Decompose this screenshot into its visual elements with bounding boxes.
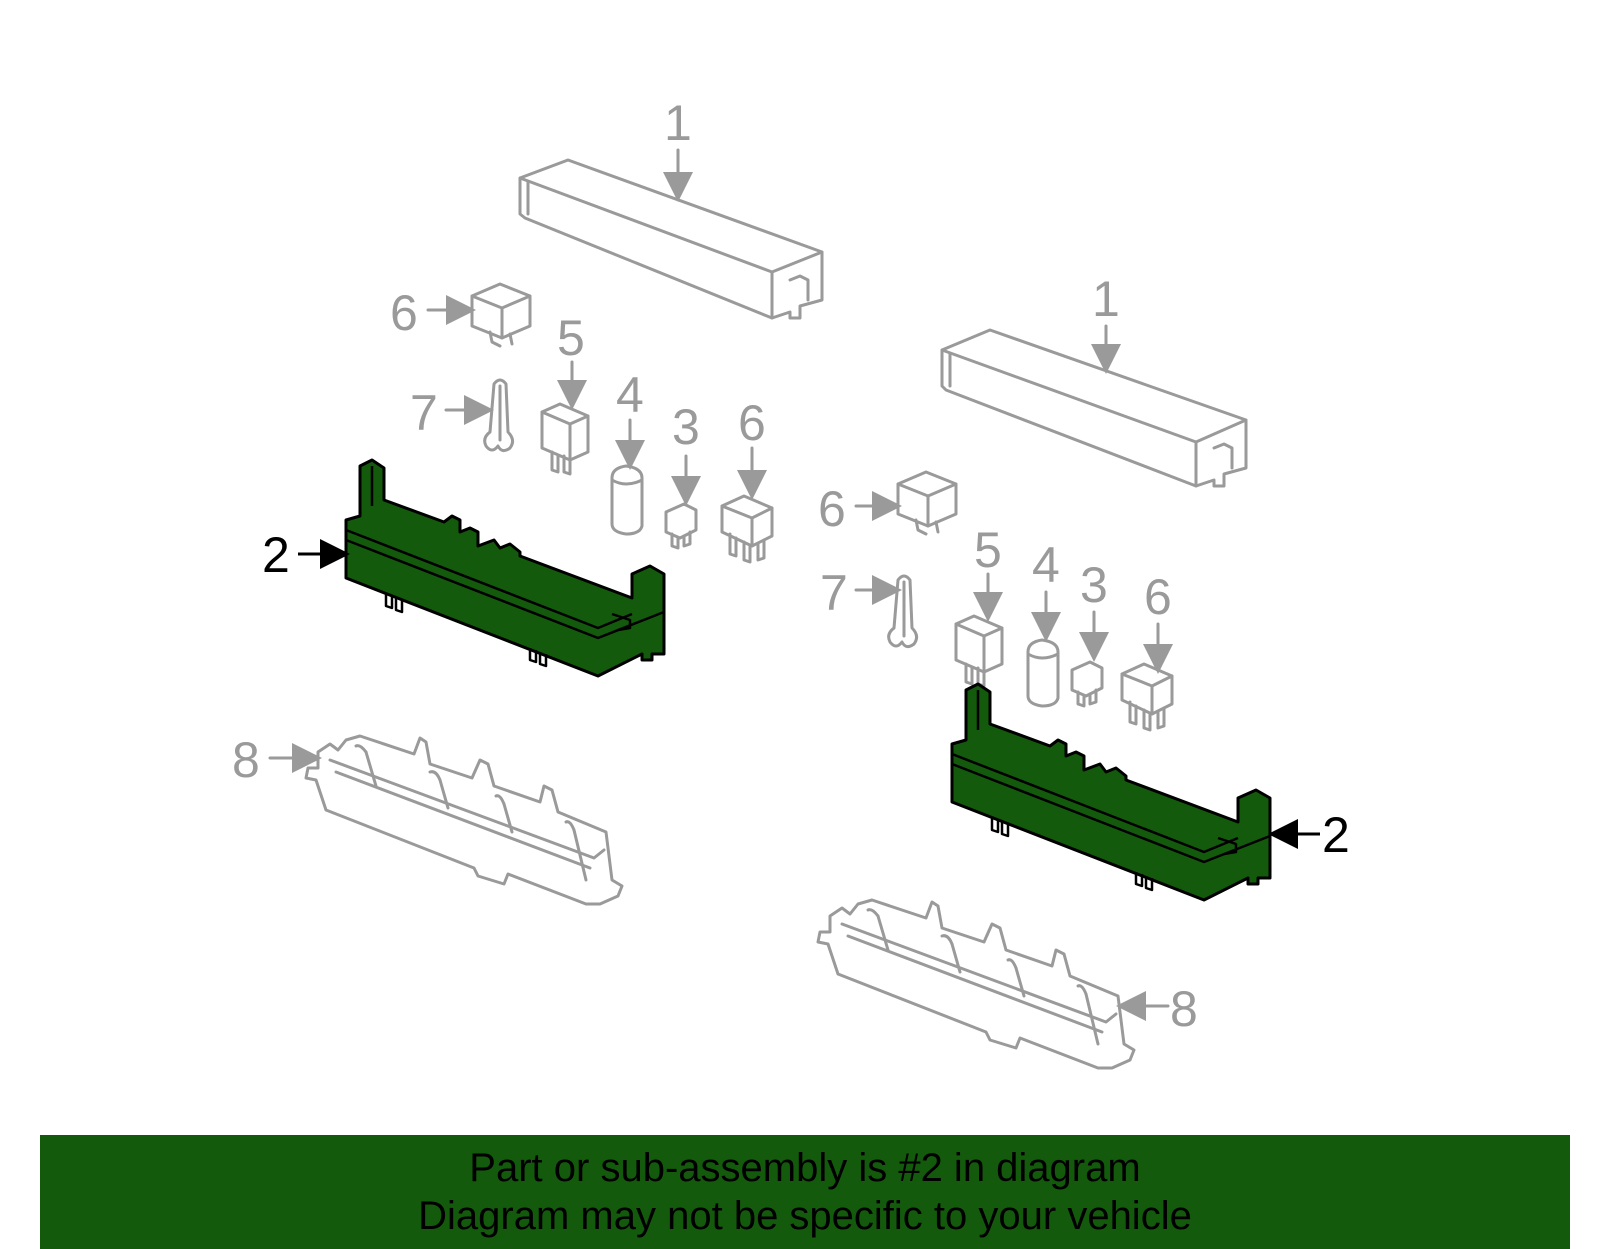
callout-3-right: 3 — [1080, 557, 1108, 613]
part-3-minifuse-left — [664, 502, 698, 550]
left-assembly: 1 6 7 5 4 — [232, 95, 824, 906]
callout-4-left: 4 — [616, 367, 644, 423]
part-5-minirelay-left — [540, 402, 590, 476]
part-1-cover-right — [940, 328, 1248, 488]
callout-2-right: 2 — [1322, 807, 1350, 863]
banner-line-disclaimer: Diagram may not be specific to your vehi… — [418, 1194, 1192, 1238]
part-4-fuse-right — [1026, 638, 1060, 708]
callout-7-right: 7 — [820, 565, 848, 621]
callout-2-left: 2 — [262, 527, 290, 583]
right-assembly: 1 6 7 5 4 — [816, 271, 1350, 1070]
part-6-relay-left-bottom — [720, 494, 774, 564]
part-6-relay-right-bottom — [1120, 662, 1174, 732]
callout-7-left: 7 — [410, 385, 438, 441]
banner-line-part-info: Part or sub-assembly is #2 in diagram — [469, 1146, 1141, 1190]
info-banner: Part or sub-assembly is #2 in diagram Di… — [40, 1135, 1570, 1249]
part-7-fuse-puller-left — [483, 378, 515, 453]
part-6-relay-left-top — [470, 282, 532, 348]
callout-6a-left: 6 — [390, 285, 418, 341]
part-8-housing-left — [304, 734, 624, 906]
part-2-bracket-left-highlighted — [344, 458, 666, 678]
part-4-fuse-left — [610, 464, 644, 536]
part-7-fuse-puller-right — [887, 574, 919, 649]
part-6-relay-right-top — [896, 470, 958, 536]
part-1-cover-left — [518, 158, 824, 320]
callout-6b-left: 6 — [738, 395, 766, 451]
part-5-minirelay-right — [954, 614, 1004, 688]
callout-6a-right: 6 — [818, 481, 846, 537]
callout-1-right: 1 — [1092, 271, 1120, 327]
callout-8-left: 8 — [232, 732, 260, 788]
callout-5-right: 5 — [974, 522, 1002, 578]
part-2-body-right — [950, 682, 1272, 902]
part-8-housing-right — [816, 898, 1136, 1070]
callout-1-left: 1 — [664, 95, 692, 151]
callout-3-left: 3 — [672, 399, 700, 455]
callout-5-left: 5 — [557, 310, 585, 366]
callout-8-right: 8 — [1170, 981, 1198, 1037]
part-2-bracket-right-highlighted — [950, 682, 1272, 902]
callout-6b-right: 6 — [1144, 569, 1172, 625]
part-3-minifuse-right — [1070, 660, 1104, 708]
callout-4-right: 4 — [1032, 537, 1060, 593]
